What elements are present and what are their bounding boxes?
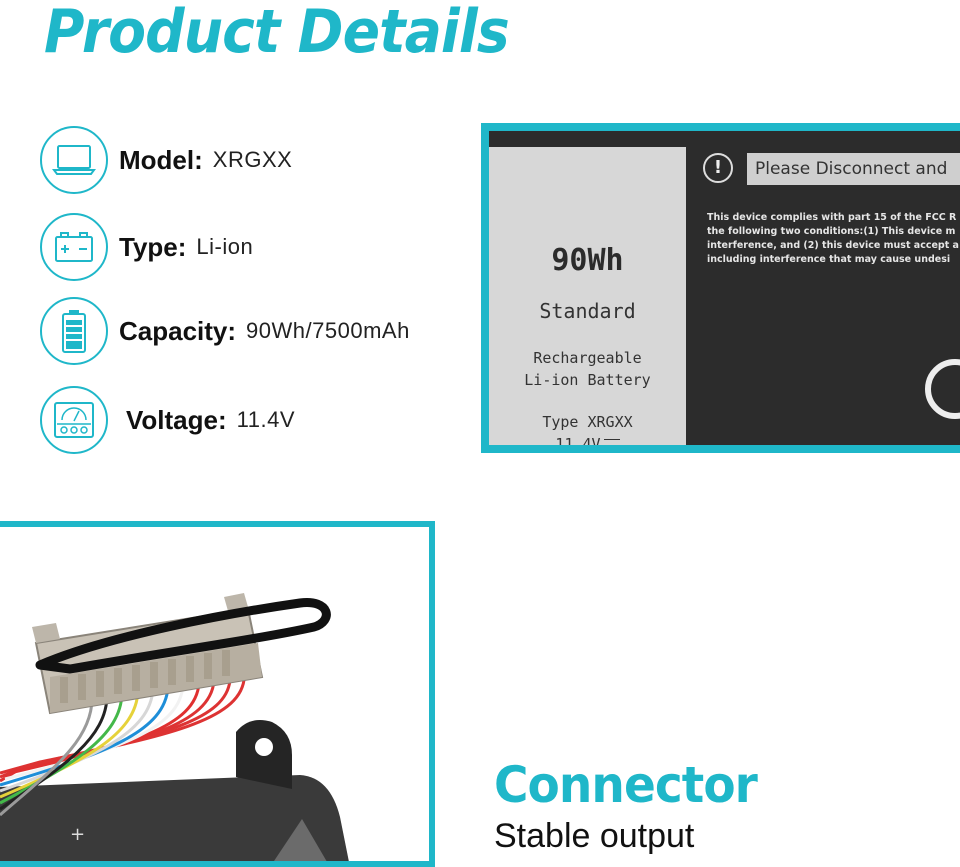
fcc-compliance-text: This device complies with part 15 of the… — [707, 212, 959, 265]
warning-text: Please Disconnect and — [747, 153, 960, 185]
dc-symbol-icon — [603, 439, 620, 445]
spec-value-capacity: 90Wh/7500mAh — [246, 318, 410, 343]
ce-mark-icon — [925, 359, 960, 419]
battery-description-line1: Rechargeable — [533, 349, 642, 367]
battery-description-line2: Li-ion Battery — [524, 371, 651, 389]
battery-plus-sign: + — [70, 824, 85, 845]
battery-capacity-text: 90Wh — [551, 243, 624, 278]
battery-level-icon — [40, 297, 108, 365]
battery-grade-text: Standard — [539, 299, 636, 323]
battery-type-text: Type XRGXX — [542, 413, 633, 431]
warning-icon: ! — [703, 153, 733, 183]
spec-label-type: Type: — [119, 231, 187, 262]
spec-label-model: Model: — [119, 144, 203, 175]
spec-value-model: XRGXX — [212, 147, 293, 172]
battery-description: Rechargeable Li-ion Battery — [489, 347, 686, 391]
spec-row-capacity: Capacity: 90Wh/7500mAh — [40, 295, 410, 367]
spec-row-type: Type: Li-ion — [40, 211, 253, 283]
spec-label-capacity: Capacity: — [119, 315, 237, 346]
voltmeter-icon — [40, 386, 108, 454]
battery-label: 90Wh Standard Rechargeable Li-ion Batter… — [489, 131, 960, 445]
spec-row-model: Model: XRGXX — [40, 124, 292, 196]
laptop-icon — [40, 126, 108, 194]
spec-label-voltage: Voltage: — [126, 404, 227, 435]
connector-photo: + — [0, 521, 435, 867]
connector-illustration: + — [0, 593, 349, 861]
battery-rating-panel: 90Wh Standard Rechargeable Li-ion Batter… — [489, 147, 686, 445]
battery-label-photo: 90Wh Standard Rechargeable Li-ion Batter… — [481, 123, 960, 453]
car-battery-icon — [40, 213, 108, 281]
connector-title: Connector — [494, 756, 758, 814]
spec-value-voltage: 11.4V — [236, 407, 295, 432]
page-title: Product Details — [44, 0, 510, 67]
spec-value-type: Li-ion — [196, 234, 254, 259]
spec-row-voltage: Voltage: 11.4V — [40, 384, 295, 456]
battery-voltage-line: 11.4V — [489, 435, 686, 445]
connector-subtitle: Stable output — [494, 817, 695, 855]
battery-voltage-text: 11.4V — [555, 435, 601, 445]
